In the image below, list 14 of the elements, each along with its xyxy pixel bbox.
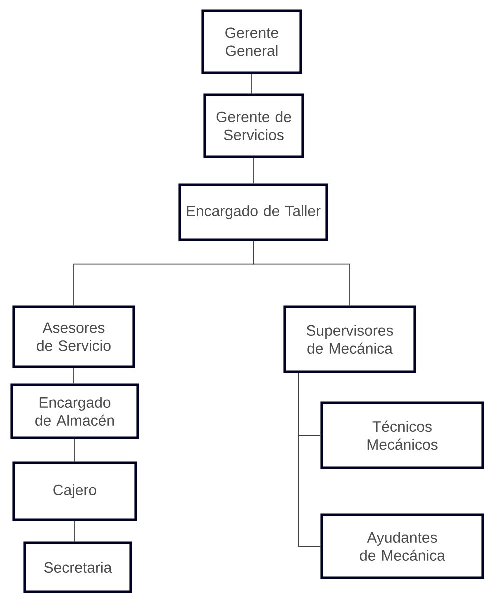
connector-line [298, 372, 322, 547]
org-box: Gerente General [202, 10, 302, 74]
org-box: Gerente de Servicios [204, 94, 304, 158]
connector-line [74, 438, 76, 462]
org-box: Asesores de Servicio [12, 306, 136, 368]
org-box: Técnicos Mecánicos [320, 402, 484, 470]
connector-line [253, 240, 350, 306]
org-box: Supervisores de Mecánica [284, 306, 416, 374]
org-box: Cajero [12, 462, 138, 522]
connector-line [74, 520, 76, 542]
org-box: Secretaria [24, 542, 132, 594]
org-box: Encargado de Almacén [10, 384, 140, 440]
org-box: Ayudantes de Mecánica [320, 514, 484, 580]
org-box: Encargado de Taller [178, 184, 328, 242]
